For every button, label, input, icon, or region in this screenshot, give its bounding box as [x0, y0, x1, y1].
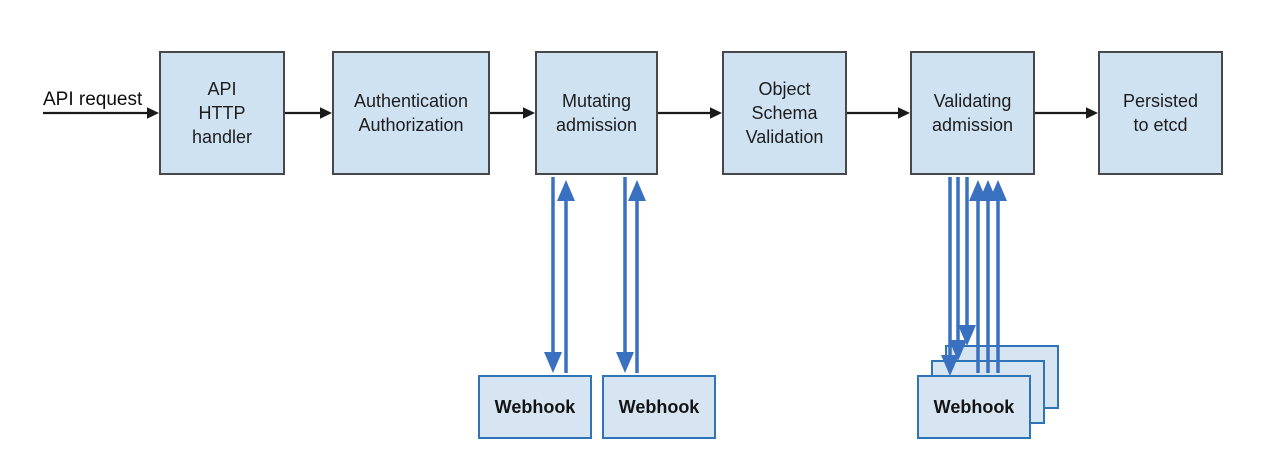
node-authentication-authorization: Authentication Authorization — [332, 51, 490, 175]
webhook-label: Webhook — [933, 396, 1015, 417]
mutating-webhook1-up-arrow — [557, 180, 575, 373]
flow-arrow-auth-to-mutating — [490, 107, 535, 119]
flow-arrow-schema-to-validating — [847, 107, 910, 119]
webhook-label: Webhook — [494, 396, 576, 417]
mutating-webhook-arrows — [544, 177, 646, 373]
flow-arrow-handler-to-auth — [285, 107, 332, 119]
node-persisted-to-etcd: Persisted to etcd — [1098, 51, 1223, 175]
api-request-label: API request — [43, 89, 143, 110]
mutating-webhook-box-2: Webhook — [602, 375, 716, 439]
node-label: Mutating admission — [555, 91, 638, 135]
mutating-webhook1-down-arrow — [544, 177, 562, 373]
node-validating-admission: Validating admission — [910, 51, 1035, 175]
node-label: Authentication Authorization — [353, 91, 469, 135]
node-mutating-admission: Mutating admission — [535, 51, 658, 175]
node-label: Validating admission — [931, 91, 1014, 135]
node-label: Object Schema Validation — [745, 79, 824, 147]
node-label: API HTTP handler — [191, 79, 253, 147]
node-api-http-handler: API HTTP handler — [159, 51, 285, 175]
node-object-schema-validation: Object Schema Validation — [722, 51, 847, 175]
validating-down-arrow-2 — [949, 177, 967, 361]
mutating-webhook-box-1: Webhook — [478, 375, 592, 439]
flow-arrow-mutating-to-schema — [658, 107, 722, 119]
webhook-label: Webhook — [618, 396, 700, 417]
mutating-webhook2-down-arrow — [616, 177, 634, 373]
node-label: Persisted to etcd — [1122, 91, 1199, 135]
validating-webhook-box-front: Webhook — [917, 375, 1031, 439]
mutating-webhook2-up-arrow — [628, 180, 646, 373]
flow-arrow-validating-to-etcd — [1035, 107, 1098, 119]
validating-down-arrow-3 — [958, 177, 976, 346]
